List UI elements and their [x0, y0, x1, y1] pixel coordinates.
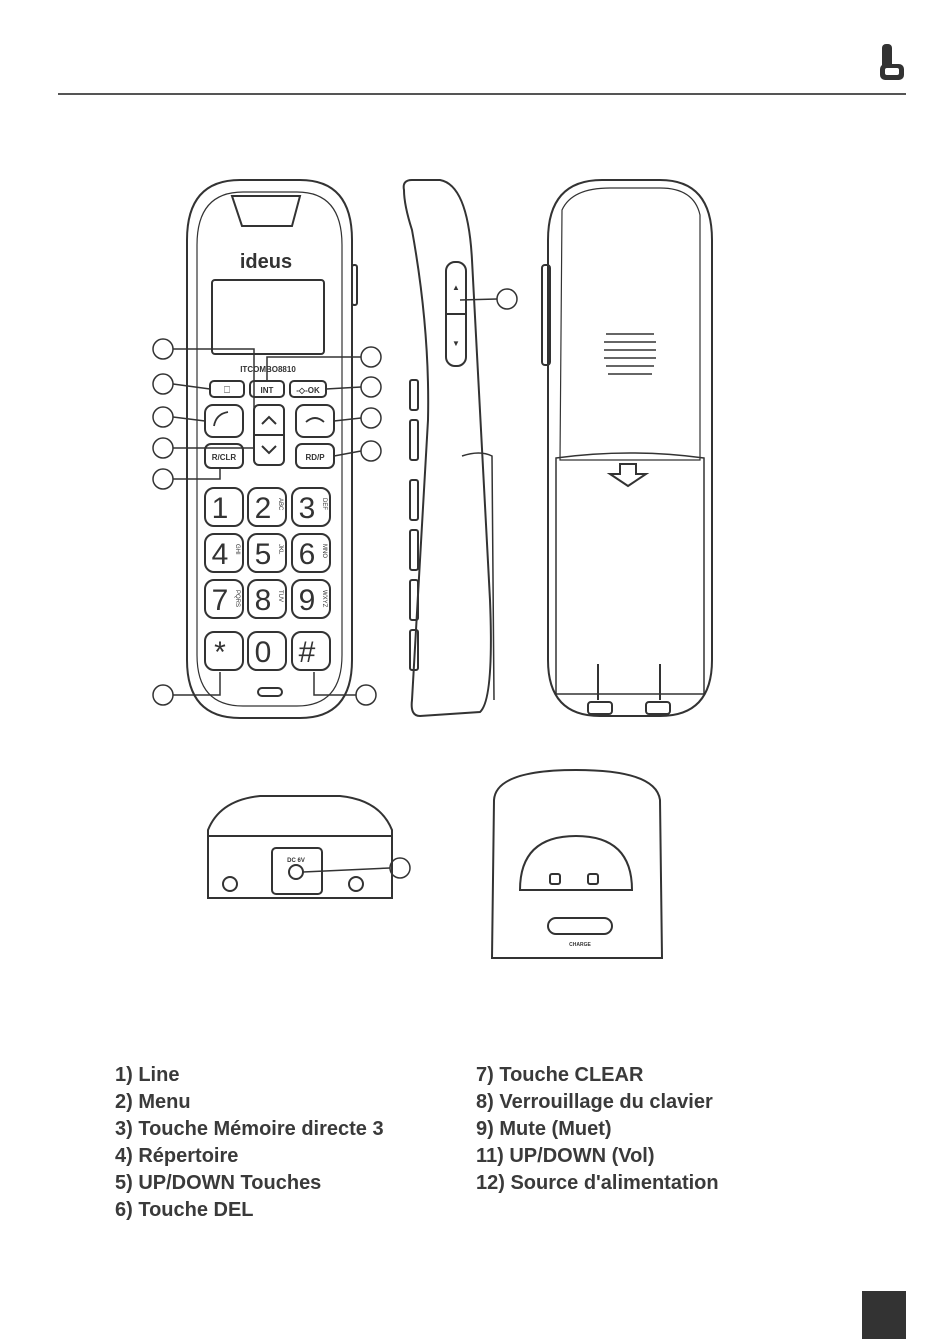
legend-item: 9) Mute (Muet) — [476, 1118, 612, 1140]
keypad-letters: PQRS — [234, 590, 240, 607]
charge-label: CHARGE — [569, 942, 591, 948]
keypad-key: 6 MNO — [291, 533, 331, 573]
keypad-letters: DEF — [321, 498, 327, 510]
legend-item: 12) Source d'alimentation — [476, 1172, 719, 1194]
keypad-digit: 3 — [299, 492, 316, 525]
keypad-key: 0 — [247, 631, 287, 671]
keypad-key: 1 — [204, 487, 244, 527]
keypad-key: 3 DEF — [291, 487, 331, 527]
legend-item: 11) UP/DOWN (Vol) — [476, 1145, 655, 1167]
phonebook-key-label: ⎕ — [224, 385, 230, 396]
legend-item: 8) Verrouillage du clavier — [476, 1091, 713, 1113]
rclr-key-label: R/CLR — [212, 453, 237, 462]
model-label: ITCOMBO8810 — [240, 365, 296, 374]
legend-item: 3) Touche Mémoire directe 3 — [115, 1118, 384, 1140]
keypad-digit: 5 — [255, 538, 272, 571]
keypad-digit: 1 — [212, 492, 229, 525]
call-icon — [213, 411, 229, 427]
page-tab — [862, 1291, 906, 1339]
down-arrow-glyph: ▼ — [452, 339, 460, 348]
keypad-letters: ABC — [277, 498, 283, 511]
keypad-digit: 7 — [212, 584, 229, 617]
legend-item: 4) Répertoire — [115, 1145, 239, 1167]
phone-diagram: ideus ITCOMBO8810 ⎕ INT -◇-OK R/CLR RD/P… — [152, 179, 713, 959]
keypad-digit: 0 — [255, 636, 272, 669]
keypad-key: # — [291, 631, 331, 671]
keypad-letters: JKL — [277, 544, 283, 555]
legend-item: 5) UP/DOWN Touches — [115, 1172, 322, 1194]
int-key-label: INT — [261, 386, 274, 395]
end-call-icon — [305, 417, 325, 423]
legend-left: 1) Line 2) Menu 3) Touche Mémoire directe … — [115, 1062, 384, 1224]
speaker-grille — [604, 333, 656, 375]
keypad-key: 2 ABC — [247, 487, 287, 527]
keypad-digit: 8 — [255, 584, 272, 617]
handset-back — [541, 179, 713, 717]
keypad-digit: 2 — [255, 492, 272, 525]
keypad-key: * — [204, 631, 244, 671]
keypad-key: 4 GHI — [204, 533, 244, 573]
legend-item: 2) Menu — [115, 1091, 191, 1113]
keypad-digit: 4 — [212, 538, 229, 571]
up-arrow-glyph: ▲ — [452, 283, 460, 292]
legend-item: 7) Touche CLEAR — [476, 1064, 644, 1086]
brand-logo: ideus — [240, 251, 292, 273]
rdp-key-label: RD/P — [305, 453, 325, 462]
keypad-key: 8 TUV — [247, 579, 287, 619]
handset-side — [402, 179, 495, 718]
header-divider — [58, 93, 906, 95]
keypad-key: 9 WXYZ — [291, 579, 331, 619]
callouts — [152, 288, 518, 879]
legend-item: 1) Line — [115, 1064, 180, 1086]
phone-handset-icon — [880, 44, 904, 80]
keypad-letters: TUV — [277, 590, 283, 602]
keypad-key: 5 JKL — [247, 533, 287, 573]
keypad-digit: 9 — [299, 584, 316, 617]
keypad-letters: WXYZ — [321, 590, 327, 608]
keypad-key: 7 PQRS — [204, 579, 244, 619]
keypad-letters: MNO — [321, 544, 327, 558]
base-front — [490, 768, 664, 959]
legend-item: 6) Touche DEL — [115, 1199, 254, 1221]
legend-right: 7) Touche CLEAR 8) Verrouillage du clavie… — [476, 1062, 719, 1197]
ok-key-label: -◇-OK — [296, 386, 320, 395]
keypad-digit: * — [214, 636, 226, 669]
keypad-digit: # — [299, 636, 316, 669]
dc-label: DC 6V — [287, 858, 305, 864]
keypad-digit: 6 — [299, 538, 316, 571]
base-rear — [207, 795, 393, 899]
keypad-letters: GHI — [234, 544, 240, 555]
